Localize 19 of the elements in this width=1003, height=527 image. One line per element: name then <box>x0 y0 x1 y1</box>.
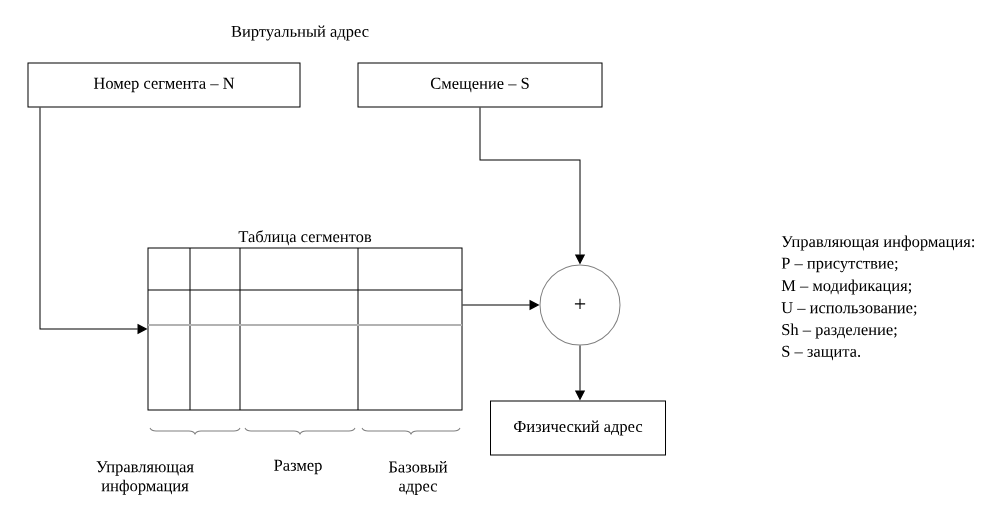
text-label: Управляющая информация <box>96 461 194 495</box>
text-label: S – защита. <box>782 345 861 361</box>
arrow <box>462 300 539 310</box>
text-label: Sh – разделение; <box>782 323 897 339</box>
text-label: Размер <box>274 459 322 475</box>
process-box: Смещение – S <box>357 62 603 108</box>
process-box: Физический адрес <box>490 400 666 456</box>
arrow <box>575 345 585 400</box>
text-label: U – использование; <box>781 302 917 316</box>
arrow <box>39 107 147 334</box>
table-drawing: Таблица сегментов <box>147 230 463 411</box>
text-label: P – присутствие; <box>781 257 898 273</box>
arrow <box>479 107 585 264</box>
text-label: M – модификация; <box>781 279 912 295</box>
text-label: Виртуальный адрес <box>231 25 369 41</box>
text-label: Управляющая информация: <box>781 235 975 251</box>
process-box: Номер сегмента – N <box>27 62 301 108</box>
node-label: Таблица сегментов <box>238 230 372 246</box>
text-label: Базовый адрес <box>388 461 448 495</box>
